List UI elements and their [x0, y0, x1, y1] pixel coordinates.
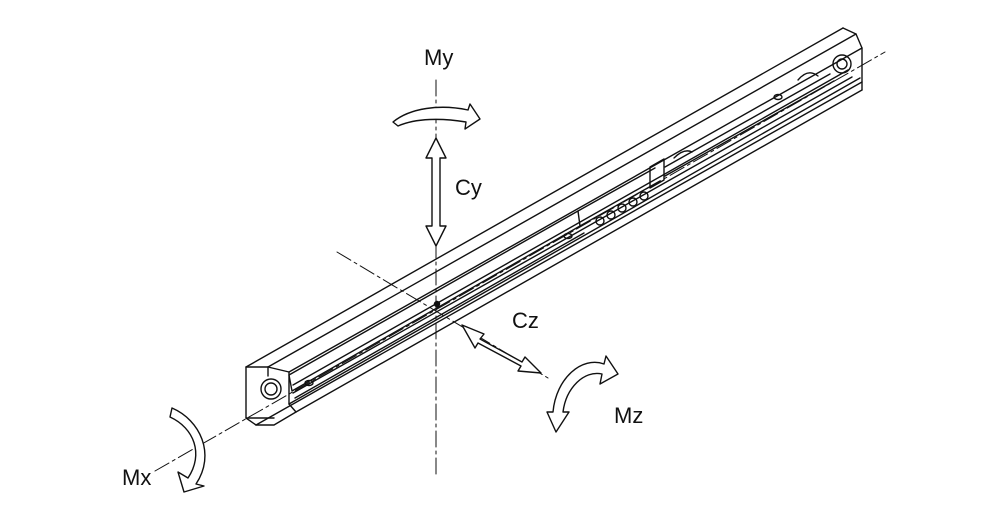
my-label: My	[424, 45, 454, 70]
ball-front	[260, 378, 282, 400]
mx-rotation-arrow	[169, 407, 206, 493]
mz-rotation-arrow	[546, 355, 619, 433]
mx-label: Mx	[122, 465, 152, 490]
guide-rail	[245, 27, 863, 426]
cz-arrow	[461, 324, 542, 374]
origin-point	[433, 300, 441, 308]
my-rotation-arrow	[392, 103, 481, 130]
cy-arrow	[425, 137, 447, 247]
mz-label: Mz	[614, 403, 644, 428]
carriage	[288, 167, 661, 399]
cz-label: Cz	[512, 308, 539, 333]
cy-label: Cy	[455, 175, 482, 200]
ball-rear	[832, 54, 852, 74]
ball-cage	[595, 72, 835, 226]
